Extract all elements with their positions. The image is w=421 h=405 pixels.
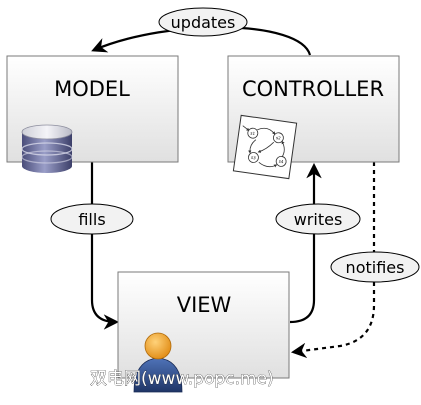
state-label: s3	[251, 155, 257, 161]
state-label: s1	[250, 130, 256, 136]
state-node	[273, 132, 284, 144]
label-notifies: notifies	[330, 251, 420, 283]
state-machine-icon: s1 s2 s3 s4	[232, 114, 298, 180]
edge-notifies	[290, 162, 376, 359]
label-fills: fills	[50, 203, 134, 235]
label-writes: writes	[275, 203, 361, 235]
database-icon	[21, 124, 73, 173]
edge-writes	[289, 162, 322, 324]
state-label: s4	[279, 159, 285, 165]
view-box: VIEW	[117, 271, 290, 393]
model-box: MODEL	[6, 55, 179, 173]
label-updates-text: updates	[171, 13, 236, 32]
state-node	[275, 155, 287, 167]
state-label: s2	[276, 135, 282, 141]
label-writes-text: writes	[294, 210, 343, 229]
state-node	[247, 127, 259, 139]
watermark: 双电网(www.popc.me)	[90, 369, 274, 389]
edge-fills	[90, 162, 120, 330]
view-label: VIEW	[177, 293, 232, 317]
label-notifies-text: notifies	[346, 258, 405, 277]
state-node	[248, 152, 259, 163]
model-label: MODEL	[54, 77, 130, 101]
controller-box: CONTROLLER s1 s2 s3 s4	[227, 55, 400, 180]
label-updates: updates	[158, 7, 248, 37]
controller-label: CONTROLLER	[242, 77, 384, 101]
user-icon	[133, 332, 183, 393]
label-fills-text: fills	[78, 210, 105, 229]
